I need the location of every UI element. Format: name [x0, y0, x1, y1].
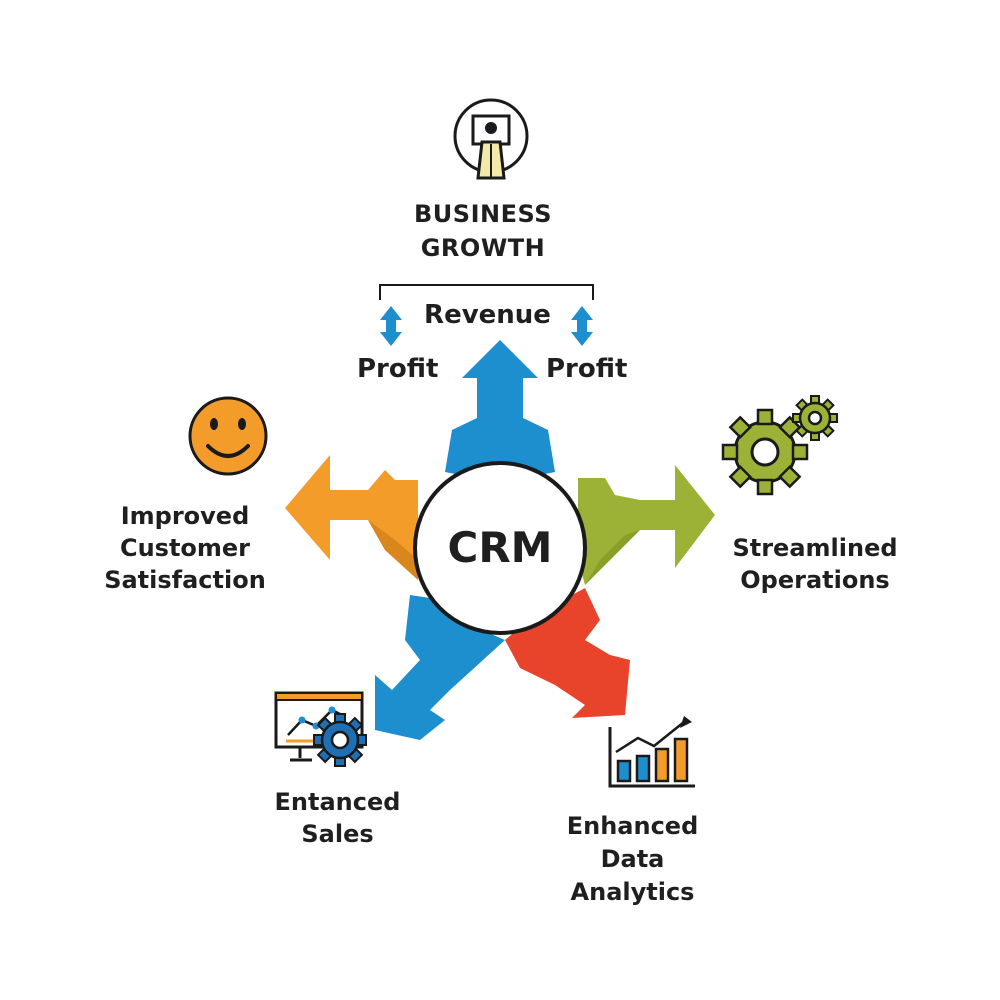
data-analytics-line2: Data: [600, 845, 665, 873]
gears-icon: [721, 395, 838, 496]
customer-satisfaction-line3: Satisfaction: [104, 566, 266, 594]
arrow-customer-satisfaction: [285, 455, 420, 580]
person-in-circle-icon: [453, 98, 529, 180]
revenue-label: Revenue: [424, 300, 551, 330]
enhanced-sales-line2: Sales: [301, 820, 374, 848]
arrow-streamlined-operations: [578, 465, 715, 585]
customer-satisfaction-line1: Improved: [120, 502, 250, 530]
enhanced-sales-line1: Entanced: [274, 788, 401, 816]
business-growth-title-line1: BUSINESS: [414, 200, 552, 228]
arrow-business-growth: [445, 340, 555, 478]
double-arrow-left-icon: [380, 306, 402, 346]
business-growth-title-line2: GROWTH: [420, 234, 546, 262]
streamlined-operations-line1: Streamlined: [732, 534, 898, 562]
crm-label: CRM: [447, 523, 553, 572]
data-analytics-line1: Enhanced: [566, 812, 699, 840]
smiley-face-icon: [188, 396, 268, 476]
bar-chart-trend-icon: [608, 716, 695, 788]
profit-left-label: Profit: [357, 354, 439, 384]
customer-satisfaction-line2: Customer: [119, 534, 251, 562]
revenue-bracket: [379, 284, 594, 300]
streamlined-operations-line2: Operations: [740, 566, 890, 594]
double-arrow-right-icon: [571, 306, 593, 346]
data-analytics-line3: Analytics: [570, 878, 695, 906]
arrow-enhanced-sales: [375, 595, 505, 740]
crm-hub-circle: [413, 461, 587, 635]
profit-right-label: Profit: [546, 354, 628, 384]
monitor-chart-gear-icon: [274, 691, 367, 767]
